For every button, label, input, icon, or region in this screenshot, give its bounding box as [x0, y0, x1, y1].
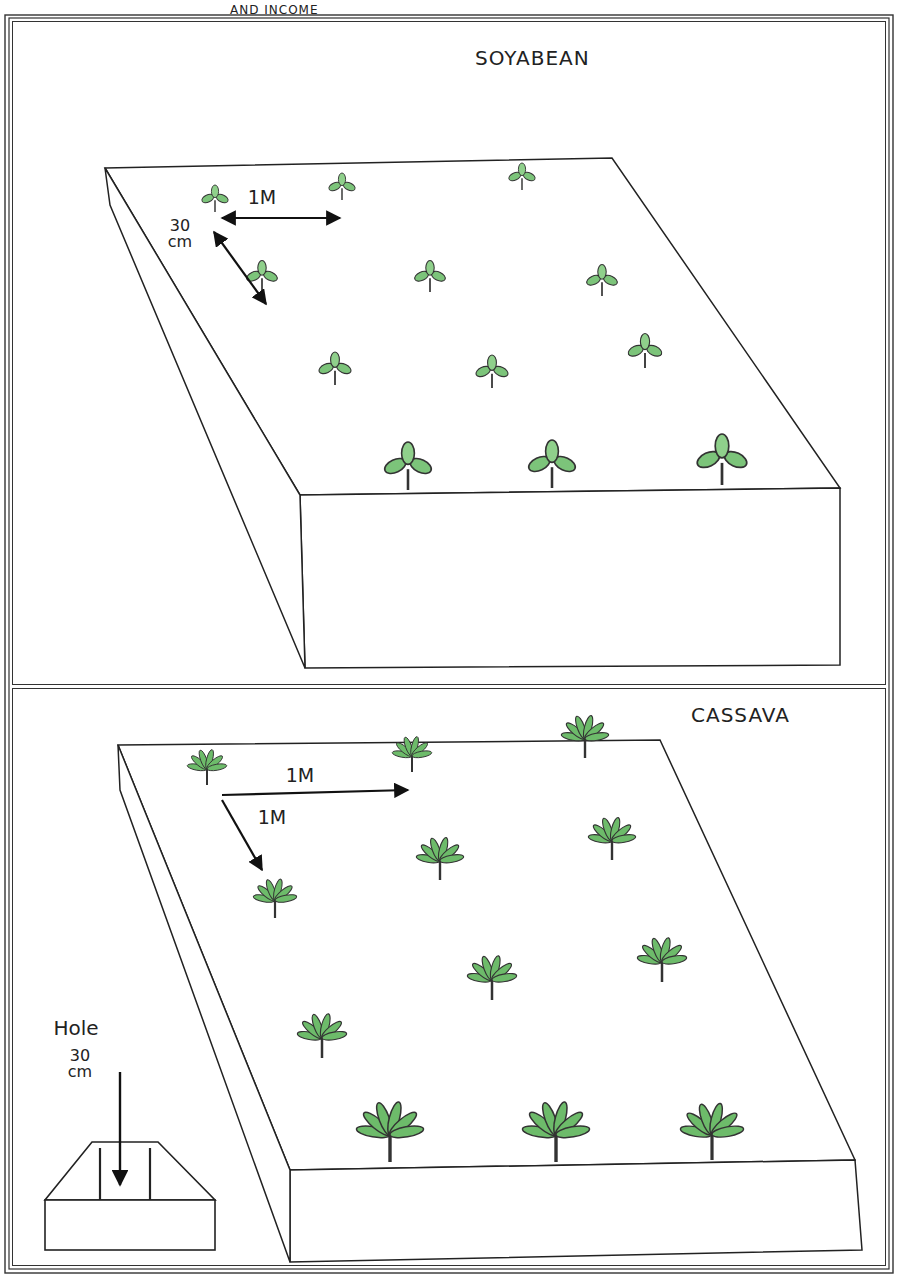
dimension-label: Hole [53, 1018, 98, 1038]
dimension-label: 1M [258, 808, 286, 827]
inner-frame [9, 18, 889, 1269]
label-wrap: 30 cm [62, 1048, 97, 1081]
label-wrap: 30 cm [162, 218, 197, 251]
crop-panel: CASSAVA [12, 688, 886, 1266]
dimension-label: 1M [248, 188, 276, 207]
title-wrap: AND INCOME [230, 0, 319, 18]
label-wrap: 1M [286, 766, 314, 786]
label-wrap: Hole [53, 1018, 98, 1039]
page-title: AND INCOME [230, 3, 319, 17]
soybean-bed [105, 158, 840, 668]
panel-heading: SOYABEAN [475, 46, 590, 70]
cassava-bed [118, 740, 862, 1262]
panel-heading: CASSAVA [691, 703, 790, 727]
dimension-arrows [222, 790, 408, 870]
dimension-label: 30 cm [162, 218, 197, 250]
dimension-label: 30 cm [62, 1048, 97, 1080]
hole-inset [45, 1072, 215, 1250]
crop-panel: SOYABEAN [12, 21, 886, 685]
label-wrap: 1M [258, 808, 286, 828]
outer-frame [5, 15, 893, 1273]
dimension-label: 1M [286, 766, 314, 785]
soybean-plants [201, 163, 750, 490]
cassava-plants [187, 715, 745, 1162]
dimension-arrows [214, 218, 340, 304]
label-wrap: 1M [248, 188, 276, 208]
